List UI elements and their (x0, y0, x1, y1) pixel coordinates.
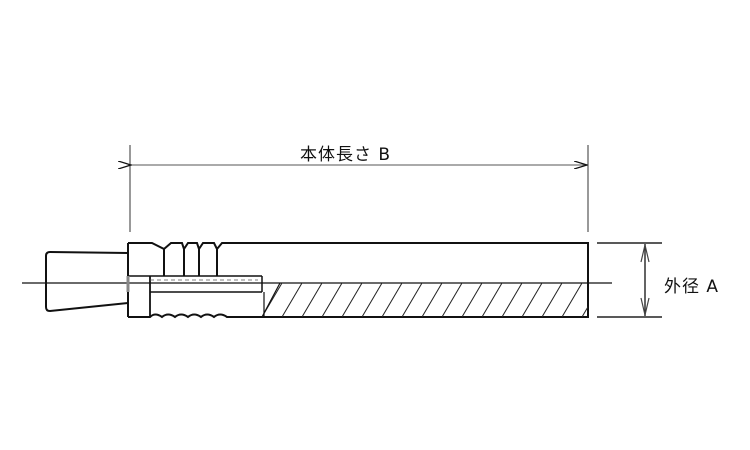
arrow-down-icon (640, 297, 650, 316)
sleeve-body (126, 242, 589, 319)
diameter-dimension-label: 外径 A (664, 277, 720, 297)
dimension-b (130, 145, 589, 232)
arrow-up-icon (640, 244, 650, 263)
hatched-section (261, 282, 588, 318)
length-dimension-label: 本体長さ B (300, 145, 392, 165)
cone-expander (45, 250, 129, 313)
dimension-a (597, 242, 662, 318)
